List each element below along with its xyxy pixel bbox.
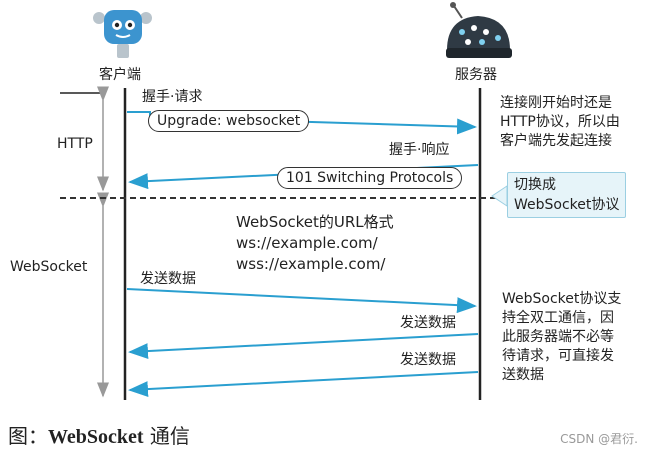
ws-note-line: WebSocket协议支 xyxy=(502,291,622,307)
wss-url: wss://example.com/ xyxy=(236,255,386,273)
ws-url: ws://example.com/ xyxy=(236,234,378,252)
handshake-request-label: 握手·请求 xyxy=(142,89,203,105)
server-label: 服务器 xyxy=(455,67,497,83)
client-send-label: 发送数据 xyxy=(140,271,196,287)
client-label: 客户端 xyxy=(99,67,141,83)
client-robot-icon xyxy=(93,10,152,58)
switching-protocols-box: 101 Switching Protocols xyxy=(277,167,463,189)
caption-suffix: 通信 xyxy=(143,424,190,448)
ws-note-line: 待请求，可直接发 xyxy=(502,348,614,364)
figure-caption: 图：WebSocket 通信 xyxy=(8,423,190,450)
caption-bold: WebSocket xyxy=(48,426,144,448)
switch-tag-line: 切换成 xyxy=(514,177,556,193)
server-send-label-1: 发送数据 xyxy=(400,315,456,331)
http-note-line: 连接刚开始时还是 xyxy=(500,95,612,111)
ws-note-line: 送数据 xyxy=(502,367,544,383)
switch-protocol-tag: 切换成 WebSocket协议 xyxy=(507,172,627,218)
http-note-line: 客户端先发起连接 xyxy=(500,133,612,149)
ws-note-line: 持全双工通信，因 xyxy=(502,310,614,326)
http-note: 连接刚开始时还是 HTTP协议，所以由 客户端先发起连接 xyxy=(500,94,620,151)
switch-tag-line: WebSocket协议 xyxy=(514,197,620,213)
caption-prefix: 图： xyxy=(8,424,48,448)
server-send-label-2: 发送数据 xyxy=(400,352,456,368)
server-send-arrow-1 xyxy=(128,333,479,360)
client-send-arrow xyxy=(126,288,477,314)
handshake-response-label: 握手·响应 xyxy=(389,142,450,158)
url-format-block: WebSocket的URL格式 ws://example.com/ wss://… xyxy=(236,212,394,275)
url-format-title: WebSocket的URL格式 xyxy=(236,213,394,231)
server-send-arrow-2 xyxy=(128,371,479,398)
websocket-phase-label: WebSocket xyxy=(10,259,88,275)
watermark: CSDN @君衍. xyxy=(560,432,638,446)
http-phase-label: HTTP xyxy=(57,136,93,152)
switch-tag-pointer xyxy=(491,185,508,207)
ws-note-line: 此服务器端不必等 xyxy=(502,329,614,345)
upgrade-header-box: Upgrade: websocket xyxy=(148,110,310,132)
http-note-line: HTTP协议，所以由 xyxy=(500,114,620,130)
websocket-note: WebSocket协议支 持全双工通信，因 此服务器端不必等 待请求，可直接发 … xyxy=(502,290,621,385)
server-robot-icon xyxy=(446,2,512,58)
